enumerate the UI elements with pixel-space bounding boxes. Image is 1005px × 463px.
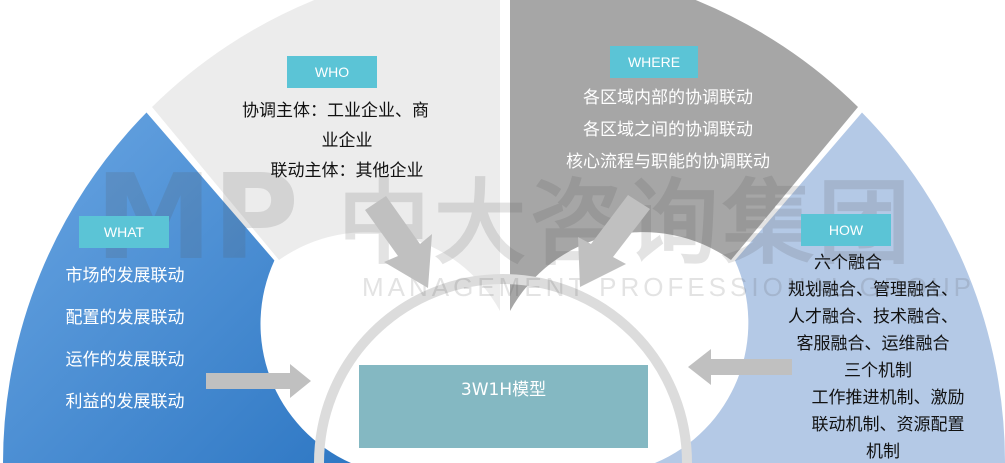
- how-line-8: 机制: [866, 442, 900, 462]
- arrow-from-who: [365, 196, 432, 288]
- who-line-1: 协调主体：工业企业、商: [242, 101, 429, 121]
- what-line-1: 市场的发展联动: [65, 266, 185, 286]
- what-line-4: 利益的发展联动: [65, 392, 185, 412]
- how-line-5: 三个机制: [844, 361, 912, 381]
- where-line-3: 核心流程与职能的协调联动: [566, 152, 770, 172]
- where-text: 各区域内部的协调联动 各区域之间的协调联动 核心流程与职能的协调联动: [538, 82, 798, 178]
- how-sector: [655, 112, 1005, 463]
- where-sector: [510, 0, 858, 311]
- where-badge: WHERE: [610, 46, 698, 78]
- who-sector: [152, 0, 500, 311]
- how-line-1: 六个融合: [814, 253, 882, 273]
- arrow-from-what: [206, 364, 311, 398]
- what-text: 市场的发展联动 配置的发展联动 运作的发展联动 利益的发展联动: [40, 255, 210, 423]
- center-label: 3W1H模型: [460, 380, 547, 400]
- how-line-3: 人才融合、技术融合、: [788, 307, 958, 327]
- how-line-2: 规划融合、管理融合、: [788, 280, 958, 300]
- what-line-2: 配置的发展联动: [65, 308, 185, 328]
- how-line-4: 客服融合、运维融合: [796, 334, 950, 354]
- arrow-from-where: [578, 195, 650, 287]
- what-line-3: 运作的发展联动: [65, 350, 185, 370]
- watermark-english: MANAGEMENT PROFESSIONAL GROUP: [362, 272, 975, 302]
- who-badge: WHO: [287, 56, 377, 88]
- who-line-3: 联动主体：其他企业: [270, 161, 424, 181]
- how-text: 六个融合 规划融合、管理融合、 人才融合、技术融合、 客服融合、运维融合 三个机…: [778, 250, 978, 463]
- how-badge: HOW: [801, 214, 891, 246]
- who-line-2: 业企业: [321, 131, 373, 151]
- where-line-1: 各区域内部的协调联动: [583, 88, 753, 108]
- center-box: 3W1H模型: [359, 365, 648, 448]
- how-line-6: 工作推进机制、激励: [811, 388, 965, 408]
- who-text: 协调主体：工业企业、商 业企业 联动主体：其他企业: [232, 96, 462, 186]
- what-badge: WHAT: [79, 216, 169, 248]
- how-line-7: 联动机制、资源配置: [811, 415, 965, 435]
- arrow-from-how: [688, 349, 792, 385]
- inner-arc: [314, 274, 692, 463]
- where-line-2: 各区域之间的协调联动: [583, 120, 753, 140]
